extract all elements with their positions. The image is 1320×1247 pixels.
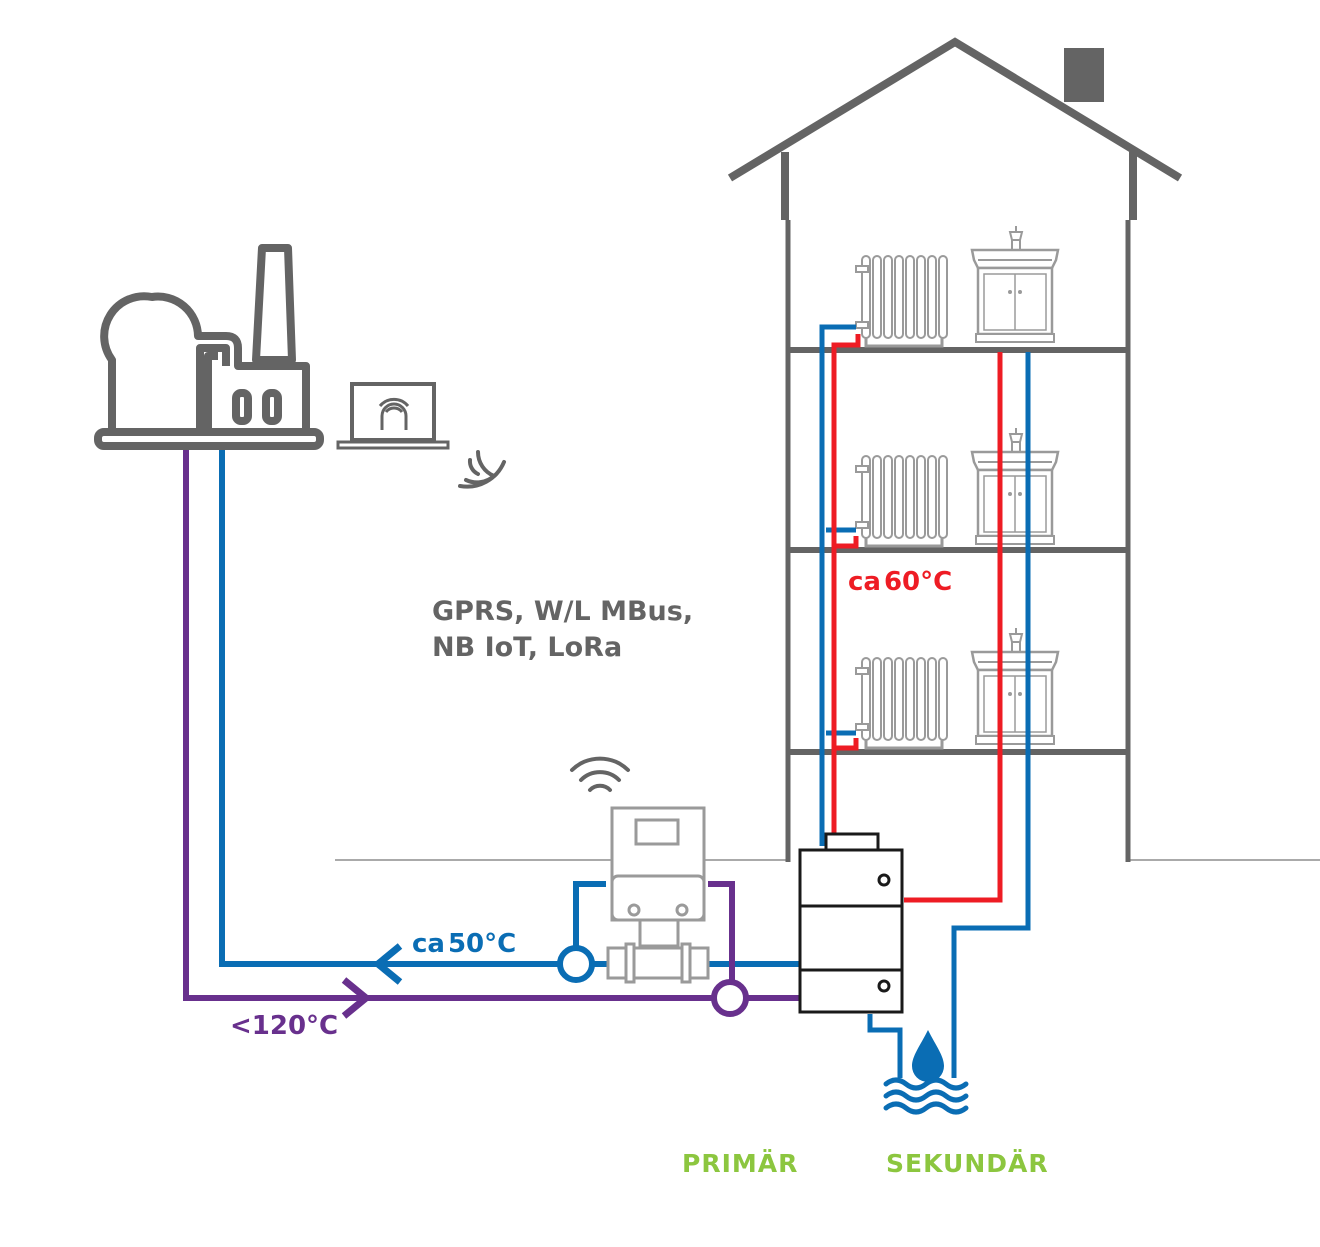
radiator-icon	[854, 254, 949, 348]
hx-outlet	[867, 1014, 903, 1078]
supply-sensor	[711, 979, 749, 1017]
wifi-icon	[570, 756, 630, 792]
heat-meter-icon	[606, 806, 710, 984]
sink-icon	[970, 626, 1060, 746]
network-label-line2: NB IoT, LoRa	[432, 632, 622, 663]
primary-pipes	[183, 450, 800, 1001]
supply-flow-arrow	[341, 977, 372, 1019]
return-sensor	[557, 945, 595, 983]
water-drop-icon	[912, 1030, 944, 1082]
radiator-icon	[854, 454, 949, 548]
primary-label: PRIMÄR	[682, 1148, 798, 1178]
supply-temp-label: <120°C	[230, 1011, 338, 1041]
sink-icon	[970, 426, 1060, 546]
radiator-icon	[854, 656, 949, 750]
sink-icon	[970, 224, 1060, 344]
house	[727, 37, 1183, 862]
network-label-line1: GPRS, W/L MBus,	[432, 596, 693, 627]
secondary-label: SEKUNDÄR	[886, 1148, 1049, 1178]
return-flow-arrow	[372, 943, 403, 985]
waves-icon	[883, 1077, 969, 1115]
laptop-icon	[336, 382, 450, 450]
plant-icon	[94, 244, 324, 450]
wifi-icon	[458, 450, 506, 489]
secondary-pipes	[819, 324, 1031, 1078]
heat-exchanger-icon	[798, 832, 904, 1014]
